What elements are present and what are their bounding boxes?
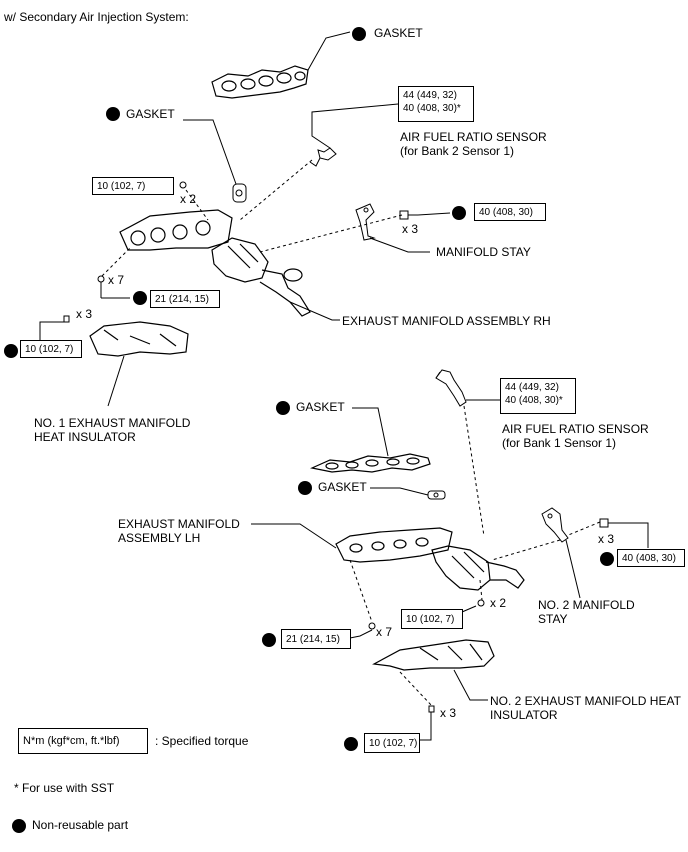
manifold-stay-2-label-line1: NO. 2 MANIFOLD: [538, 598, 635, 612]
torque-value: 10 (102, 7): [97, 181, 146, 192]
exhaust-gasket-rh-part: [211, 65, 309, 99]
torque-value: 21 (214, 15): [155, 294, 209, 305]
legend-torque-units: N*m (kgf*cm, ft.*lbf): [23, 735, 120, 747]
torque-value: 40 (408, 30): [622, 553, 676, 564]
exhaust-manifold-lh-part: [335, 527, 525, 591]
count-x7-rh: x 7: [108, 273, 125, 287]
afs-bank1-label-line1: AIR FUEL RATIO SENSOR: [502, 422, 649, 436]
legend-nonreusable-label: Non-reusable part: [32, 818, 129, 832]
bolt-40-lh-part: [599, 518, 622, 528]
heat-insulator-2-label-line1: NO. 2 EXHAUST MANIFOLD HEAT: [490, 694, 681, 708]
torque-value: 10 (102, 7): [25, 344, 74, 355]
afs-bank1-label-line2: (for Bank 1 Sensor 1): [502, 436, 617, 450]
torque-value: 10 (102, 7): [369, 738, 418, 749]
non-reusable-icon: [106, 107, 120, 121]
bolt-x2-lh-part: [477, 599, 485, 607]
torque-box-bolt-x2-lh: 10 (102, 7): [401, 609, 463, 629]
exhaust-manifold-rh-label: EXHAUST MANIFOLD ASSEMBLY RH: [342, 314, 551, 328]
small-gasket-lh-label: GASKET: [318, 480, 367, 494]
legend-torque-box: N*m (kgf*cm, ft.*lbf): [18, 728, 148, 754]
bolt-x3-insulator2-part: [428, 705, 435, 713]
legend-sst-note: * For use with SST: [14, 781, 115, 795]
non-reusable-icon: [12, 819, 26, 833]
non-reusable-icon: [4, 344, 18, 358]
non-reusable-icon: [352, 27, 366, 41]
manifold-stay-rh-part: [355, 203, 376, 241]
torque-box-stay-rh: 40 (408, 30): [474, 203, 546, 221]
count-x3-stay-lh: x 3: [598, 532, 615, 546]
torque-value: 44 (449, 32): [403, 90, 457, 101]
non-reusable-icon: [298, 481, 312, 495]
exhaust-manifold-lh-label-line1: EXHAUST MANIFOLD: [118, 517, 240, 531]
torque-value: 40 (408, 30): [479, 207, 533, 218]
count-x2-rh: x 2: [180, 192, 197, 206]
gasket-lh-label: GASKET: [296, 400, 345, 414]
nut-x7-rh-part: [97, 275, 105, 283]
manifold-stay-label: MANIFOLD STAY: [436, 245, 531, 259]
non-reusable-icon: [452, 206, 466, 220]
legend-torque-description: : Specified torque: [155, 734, 249, 748]
torque-box-nut-x7-rh: 21 (214, 15): [150, 290, 220, 308]
heat-insulator-2-label-line2: INSULATOR: [490, 708, 558, 722]
count-x3-insulator1: x 3: [76, 307, 93, 321]
count-x2-lh: x 2: [490, 596, 507, 610]
page-title: w/ Secondary Air Injection System:: [4, 10, 189, 24]
afs-bank2-label-line2: (for Bank 2 Sensor 1): [400, 144, 515, 158]
non-reusable-icon: [600, 552, 614, 566]
heat-insulator-1-part: [89, 321, 189, 357]
count-x3-stay-rh: x 3: [402, 222, 419, 236]
small-gasket-rh-part: [232, 183, 247, 203]
exhaust-manifold-lh-label-line2: ASSEMBLY LH: [118, 531, 201, 545]
torque-box-afs-bank2: 44 (449, 32) 40 (408, 30)*: [398, 86, 474, 122]
bolt-x2-rh-part: [179, 181, 187, 189]
small-gasket-rh-label: GASKET: [126, 107, 175, 121]
bolt-x3-insulator1-part: [63, 315, 70, 323]
count-x7-lh: x 7: [376, 625, 393, 639]
torque-value: 10 (102, 7): [406, 614, 455, 625]
exhaust-gasket-lh-part: [310, 453, 431, 473]
torque-box-stay-lh: 40 (408, 30): [617, 549, 685, 567]
manifold-stay-2-part: [541, 507, 569, 543]
non-reusable-icon: [133, 291, 147, 305]
nut-x7-lh-part: [368, 622, 376, 630]
torque-value: 44 (449, 32): [505, 382, 559, 393]
torque-box-nut-x7-lh: 21 (214, 15): [281, 629, 351, 649]
heat-insulator-1-label-line1: NO. 1 EXHAUST MANIFOLD: [34, 416, 191, 430]
gasket-rh-label: GASKET: [374, 26, 423, 40]
air-fuel-ratio-sensor-bank2-part: [309, 103, 399, 167]
small-gasket-lh-part: [427, 490, 446, 500]
count-x3-insulator2: x 3: [440, 706, 457, 720]
exhaust-manifold-rh-part: [119, 209, 311, 317]
torque-value: 21 (214, 15): [286, 634, 340, 645]
heat-insulator-1-label-line2: HEAT INSULATOR: [34, 430, 136, 444]
air-fuel-ratio-sensor-bank1-part: [435, 369, 467, 407]
non-reusable-icon: [276, 401, 290, 415]
heat-insulator-2-part: [372, 639, 495, 671]
torque-box-insulator1: 10 (102, 7): [20, 340, 82, 358]
torque-box-afs-bank1: 44 (449, 32) 40 (408, 30)*: [500, 378, 576, 414]
torque-box-insulator2: 10 (102, 7): [364, 733, 420, 753]
torque-box-bolt-x2-rh: 10 (102, 7): [92, 177, 174, 195]
manifold-stay-2-label-line2: STAY: [538, 612, 568, 626]
torque-value-sst: 40 (408, 30)*: [403, 103, 461, 114]
non-reusable-icon: [344, 737, 358, 751]
non-reusable-icon: [262, 633, 276, 647]
afs-bank2-label-line1: AIR FUEL RATIO SENSOR: [400, 130, 547, 144]
torque-value-sst: 40 (408, 30)*: [505, 395, 563, 406]
bolt-40-rh-part: [399, 210, 418, 220]
